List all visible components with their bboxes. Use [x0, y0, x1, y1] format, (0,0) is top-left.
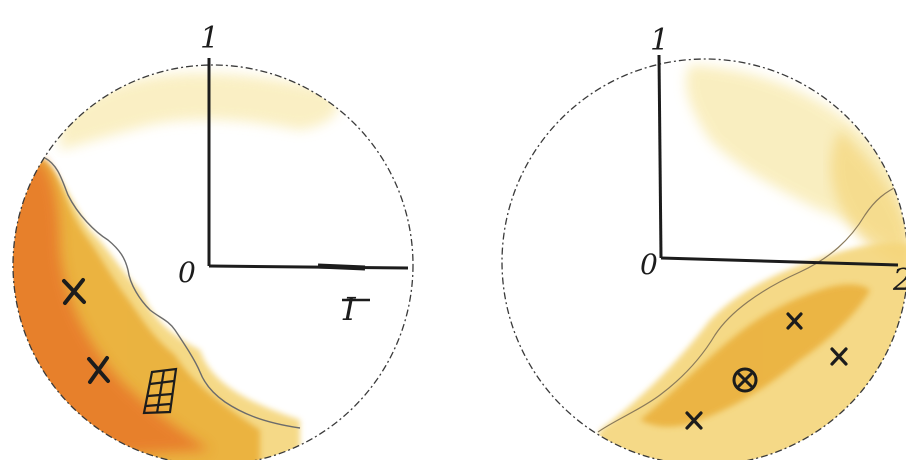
right-axis-top-label: 1	[650, 23, 669, 58]
right-origin-label: 0	[640, 248, 658, 281]
left-axis-bold-segment	[318, 266, 365, 268]
left-horizontal-axis	[209, 266, 408, 268]
right-vertical-axis	[659, 55, 661, 258]
left-origin-label: 0	[178, 256, 196, 289]
right-axis-right-label: 2	[892, 263, 906, 298]
left-field-diagram: 1 0 I	[0, 21, 413, 460]
left-axis-top-label: 1	[200, 21, 219, 56]
right-field-diagram: 1 0 2	[502, 23, 906, 460]
left-region-label: I	[342, 290, 357, 328]
